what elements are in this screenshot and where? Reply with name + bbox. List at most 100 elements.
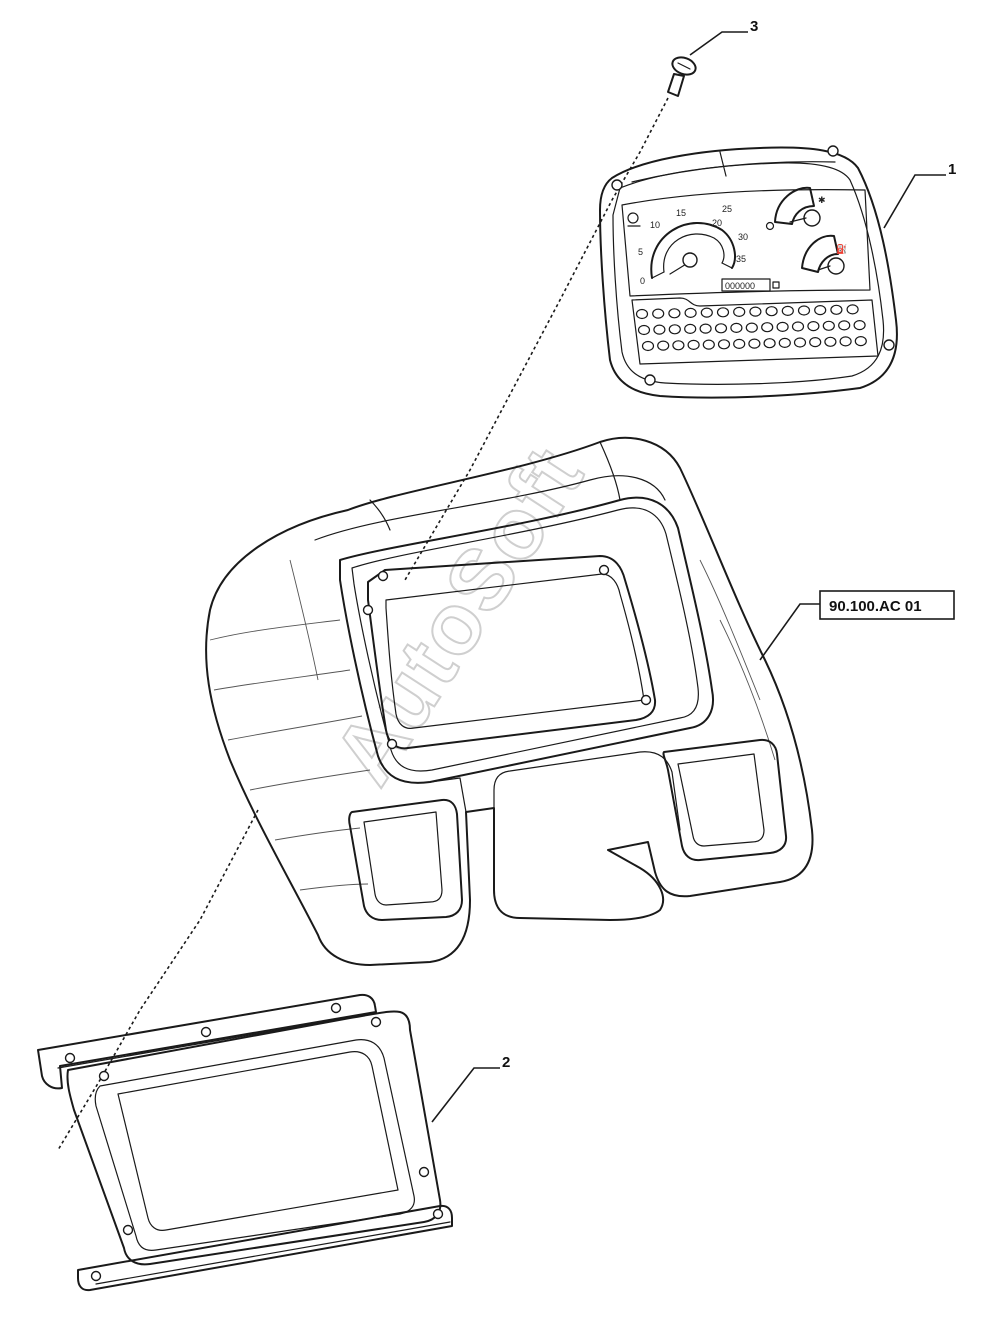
warning-lamp-icon [702,339,715,350]
cluster-screw-bottom-right [883,339,895,351]
callout-3: 3 [750,18,758,35]
screw-head [671,56,697,76]
bracket-window [117,1051,399,1231]
bracket-hole-8 [90,1270,102,1282]
leader-line-reference [759,603,820,661]
warning-lamp-icon [653,324,666,335]
warning-lamp-icon [635,308,649,320]
odometer-reset-icon [772,281,780,289]
warning-lamp-icon [778,337,791,348]
warning-lamp-icon [714,323,728,334]
mount-hole-4 [640,694,652,706]
tach-arc-ends [651,262,733,279]
warning-lamp-icon [699,323,712,334]
tach-arc-outer [650,222,736,279]
tach-label-30: 30 [738,232,748,242]
warning-lamp-icon [797,305,811,316]
hood-line [631,161,836,183]
warning-lamp-icon [652,308,665,319]
bracket-hole-3 [330,1002,342,1014]
callout-2: 2 [502,1054,510,1071]
temp-indicator-icon [765,221,775,231]
cluster-outer-shell [599,146,898,399]
hood-outer-silhouette [205,436,814,966]
odometer-digits: 000000 [725,281,755,291]
bracket-hole-7 [122,1224,134,1236]
leader-line-1 [883,174,946,229]
fuel-gauge-scale [801,234,839,273]
temp-gauge-scale [774,186,815,225]
warning-lamp-icon [793,337,807,348]
reference-code: 90.100.AC 01 [829,598,922,615]
leader-line-2 [431,1067,500,1123]
tachometer-gauge: 0 5 10 15 20 25 30 35 [638,204,748,286]
assembly-line-lower [57,809,259,1151]
warning-lamp-icon [730,322,743,333]
mounting-bracket-part-2 [37,993,453,1292]
temp-gauge-mark: ✱ [818,195,826,205]
warning-lamp-icon [657,340,670,351]
warning-symbol-icon [627,212,639,224]
warning-lamp-icon [830,304,843,315]
tach-label-35: 35 [736,254,746,264]
warning-lamp-icon [672,340,685,351]
warning-lamp-icon [839,336,852,347]
warning-lamp-icon [822,320,835,331]
warning-lamp-icon [763,338,776,349]
warning-lamp-icon [853,320,866,331]
screw-part-3 [667,56,697,97]
tach-hub [682,252,698,268]
reference-box [819,590,955,620]
odometer-display [721,278,771,292]
leader-line-3 [689,31,748,56]
hood-seam-2 [599,441,621,501]
warning-light-panel [631,297,879,365]
warning-lamp-icon [668,308,681,319]
hood-seam [719,151,727,177]
warning-lamp-icon [761,322,774,333]
screw-shank [667,73,685,97]
warning-lamp-icon [748,338,761,349]
warning-lamp-icon [846,304,859,315]
warning-lamp-icon [776,321,789,332]
temperature-gauge: ✱ [765,186,826,231]
bracket-hole-9 [432,1208,444,1220]
cluster-screw-top-left [611,179,623,191]
screw-slot [677,62,691,70]
hood-opening-inner [351,507,699,772]
warning-lamp-icon [809,337,822,348]
mount-hole-3 [598,564,610,576]
warning-lamp-icon [781,305,794,316]
hood-bridge [429,751,681,831]
fuel-gauge: ⛽ [801,234,847,275]
warning-lamp-icon [749,306,762,317]
temp-needle [789,217,807,223]
cluster-screw-top-right [827,145,839,157]
tach-label-0: 0 [640,276,645,286]
warning-lamp-icon [684,307,697,318]
warning-lamp-icon [716,307,730,318]
bracket-bottom-flange [77,1204,453,1292]
dashboard-hood-housing [205,436,814,966]
mount-hole-2 [362,604,374,616]
warning-lamp-icon [668,324,681,335]
assembly-line-upper [404,97,669,581]
warning-lamp-icon [745,322,758,333]
bracket-hole-1 [64,1052,76,1064]
warning-lamp-icon [838,320,851,331]
tach-label-20: 20 [712,218,722,228]
bracket-hole-2 [200,1026,212,1038]
warning-lamp-icon [687,339,700,350]
hood-seam-1 [369,499,391,531]
warning-lamp-icon [717,339,731,350]
mount-hole-5 [386,738,398,750]
right-switch-pocket [662,738,788,862]
fuel-gauge-mark: ⛽ [836,243,847,254]
warning-lamp-icon [641,340,655,352]
bracket-hole-6 [418,1166,430,1178]
cluster-mount-plate [367,555,657,750]
bracket-hole-4 [98,1070,110,1082]
cluster-mount-opening [385,573,645,729]
